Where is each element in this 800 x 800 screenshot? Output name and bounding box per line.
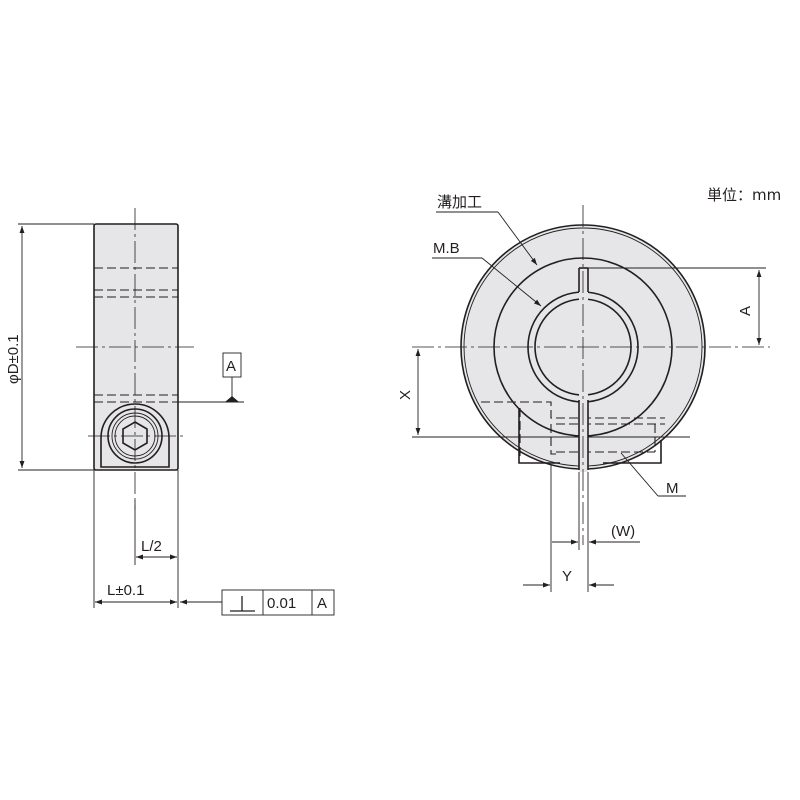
front-view: A X (W) Y 溝加工 M.B M: [397, 193, 770, 592]
tolerance-datum: A: [317, 595, 327, 612]
dim-y-label: Y: [562, 568, 572, 585]
datum-label-a: A: [226, 358, 236, 375]
diameter-dimension: φD±0.1: [5, 334, 22, 384]
groove-label: 溝加工: [437, 193, 482, 211]
side-view: φD±0.1 A L/2 L±0.1 0.01 A: [5, 208, 335, 616]
tolerance-frame: 0.01 A: [221, 589, 335, 616]
dim-a-label: A: [737, 306, 754, 316]
dim-x-label: X: [397, 390, 414, 400]
dim-w-label: (W): [611, 523, 635, 540]
length-dimension: L±0.1: [107, 582, 144, 599]
bore-label: M.B: [433, 240, 460, 257]
screw-label: M: [666, 480, 679, 497]
tolerance-value: 0.01: [267, 595, 296, 612]
half-length-dimension: L/2: [141, 538, 162, 555]
hex-socket-icon: [122, 421, 148, 451]
perpendicularity-icon: [230, 596, 255, 612]
unit-label: 単位：mm: [707, 186, 781, 204]
screw-pocket: [100, 403, 170, 468]
